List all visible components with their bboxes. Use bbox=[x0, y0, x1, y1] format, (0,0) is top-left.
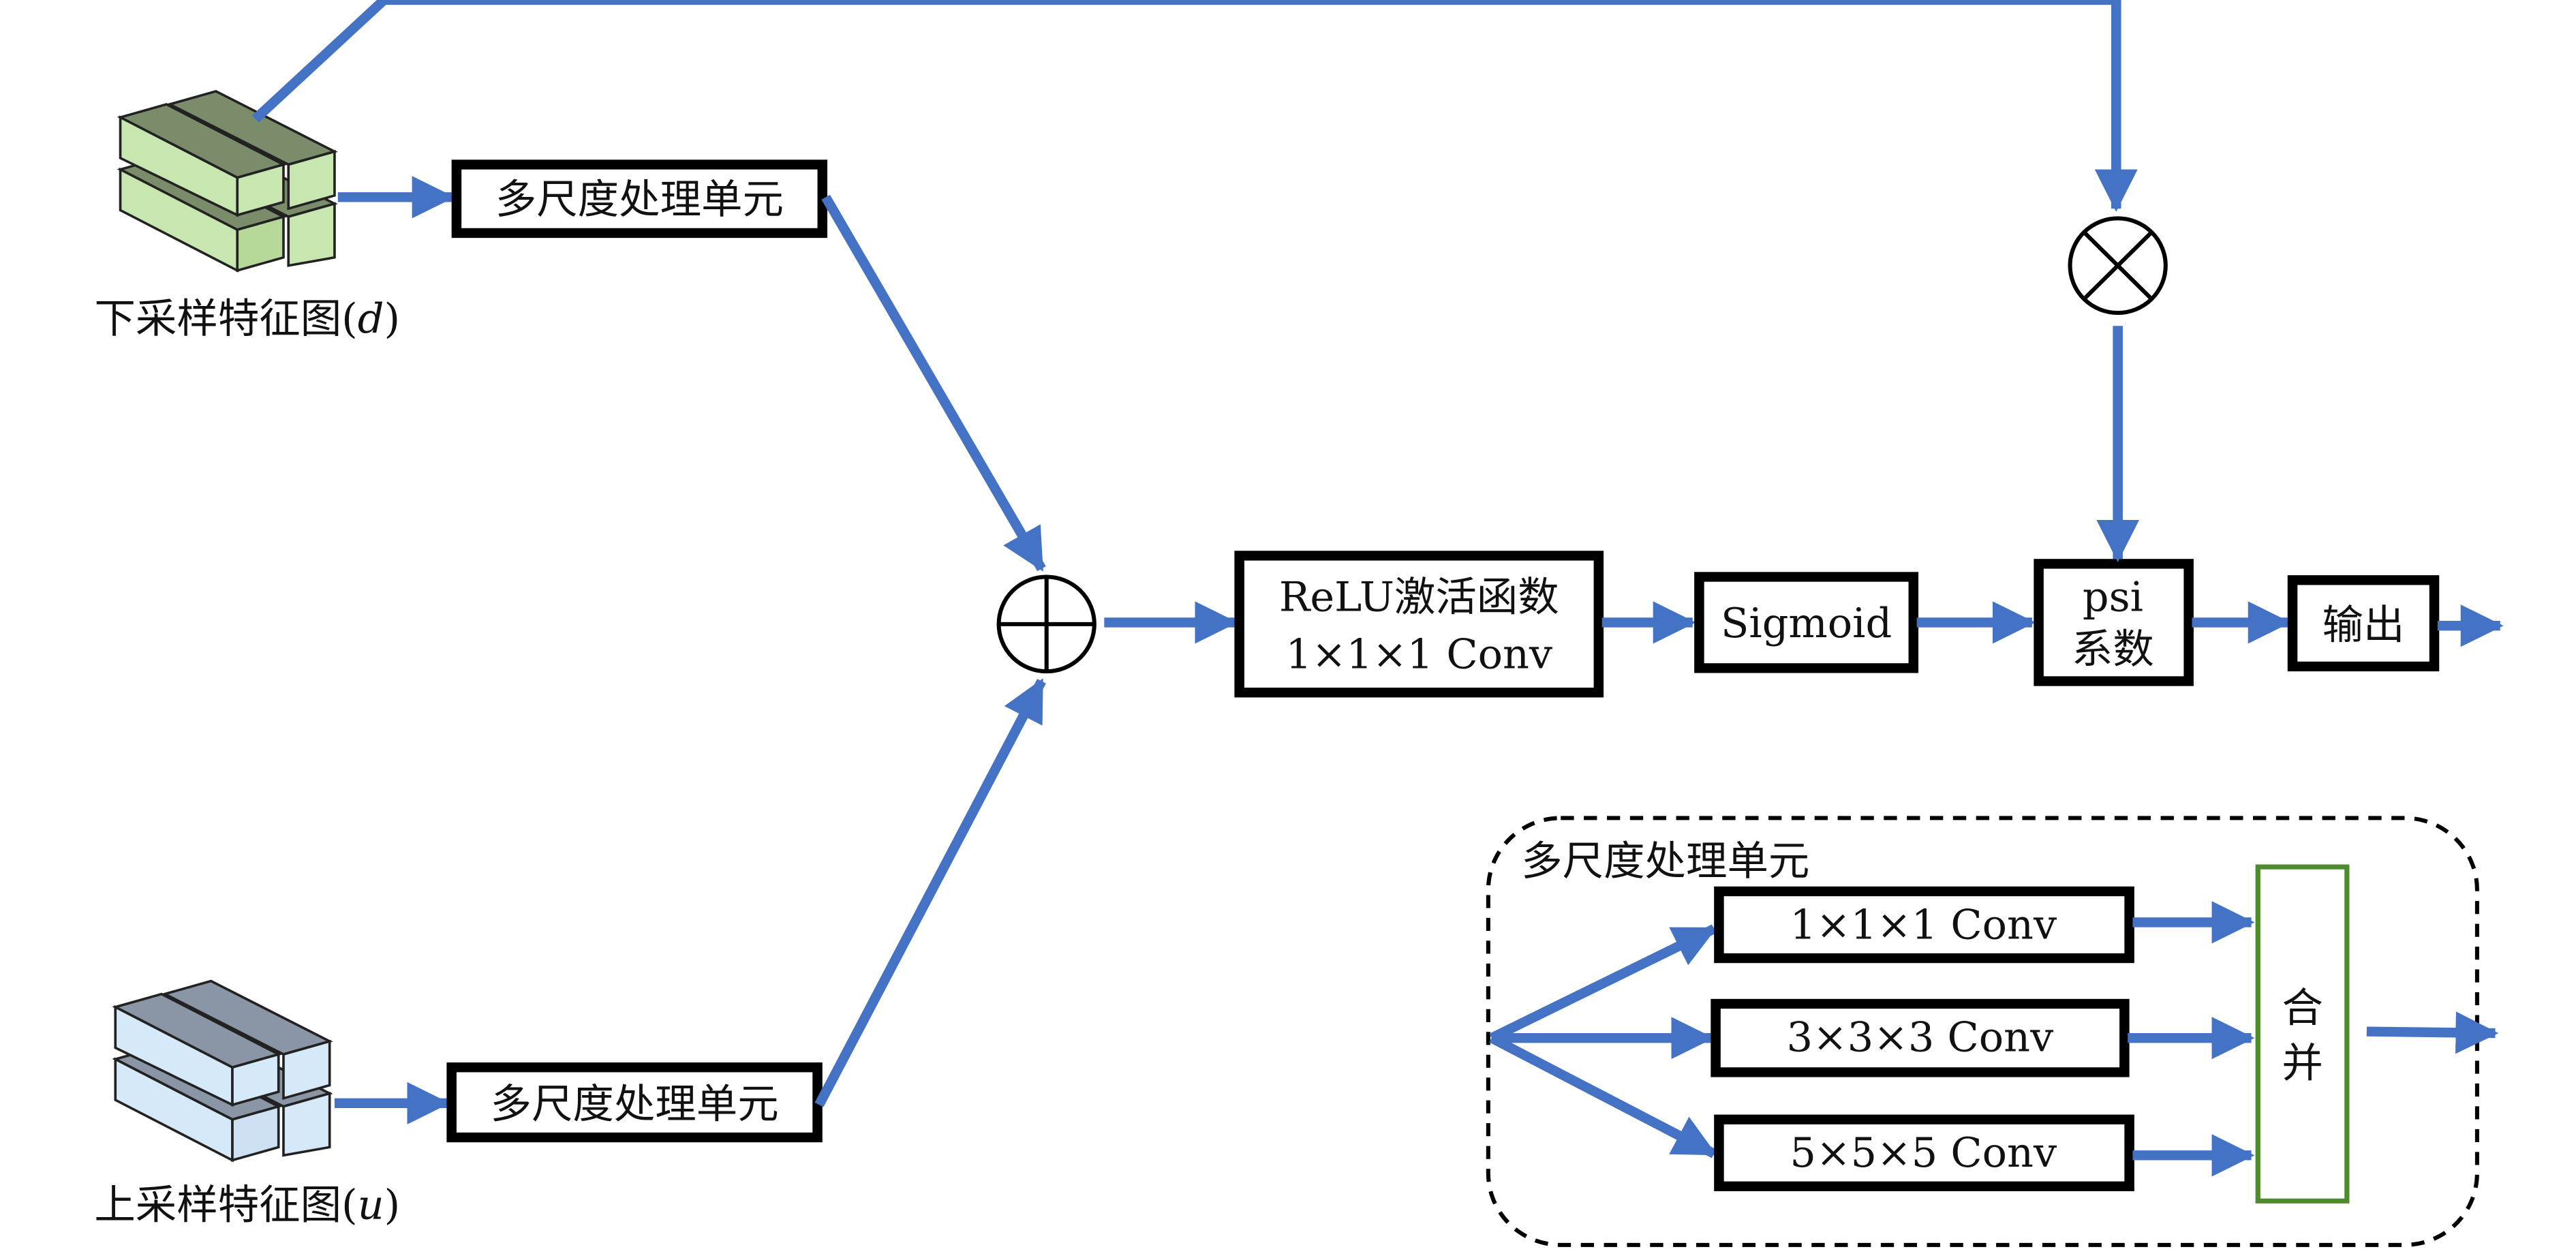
msu-bottom-box bbox=[446, 1062, 823, 1143]
sigmoid-label: Sigmoid bbox=[1721, 600, 1892, 647]
arrow-msu-top-to-sum bbox=[821, 194, 1046, 572]
down-feature-label: 下采样特征图(d) bbox=[94, 295, 400, 343]
msu-detail-panel bbox=[1486, 816, 2479, 1247]
psi-label: psi bbox=[2083, 574, 2143, 622]
merge-label-1: 合 bbox=[2282, 985, 2322, 1032]
skip-connection-arrow bbox=[251, 0, 2138, 212]
sigmoid-box bbox=[1694, 572, 1919, 673]
relu-conv-box bbox=[1234, 551, 1604, 698]
arrow-split-to-conv5 bbox=[1489, 1033, 1717, 1159]
psi-box bbox=[2034, 559, 2194, 686]
arrow-msu-bottom-to-sum bbox=[814, 678, 1046, 1107]
down-feature-block-icon bbox=[117, 89, 338, 273]
arrow-merge-out bbox=[2366, 1011, 2499, 1054]
conv1-label: 1×1×1 Conv bbox=[1790, 902, 2057, 949]
conv5-label: 5×5×5 Conv bbox=[1790, 1129, 2057, 1177]
circle-times-icon bbox=[2068, 216, 2168, 316]
msu-detail-title: 多尺度处理单元 bbox=[1521, 838, 1809, 885]
circle-plus-icon bbox=[996, 574, 1097, 674]
conv1-box bbox=[1714, 886, 2134, 964]
conv3-label: 3×3×3 Conv bbox=[1787, 1014, 2054, 1062]
conv5-box bbox=[1714, 1114, 2134, 1191]
relu-conv-label: 1×1×1 Conv bbox=[1285, 631, 1552, 679]
output-box bbox=[2287, 575, 2440, 672]
msu-bottom-label: 多尺度处理单元 bbox=[491, 1081, 779, 1129]
arrow-split-to-conv1 bbox=[1489, 924, 1717, 1043]
merge-box bbox=[2255, 864, 2350, 1203]
up-feature-block-icon bbox=[112, 979, 333, 1163]
up-feature-label: 上采样特征图(u) bbox=[94, 1182, 400, 1229]
output-label: 输出 bbox=[2322, 602, 2405, 649]
msu-top-label: 多尺度处理单元 bbox=[495, 177, 784, 224]
merge-label-2: 并 bbox=[2282, 1040, 2322, 1088]
psi-coef-label: 系数 bbox=[2072, 626, 2154, 674]
relu-label: ReLU激活函数 bbox=[1279, 574, 1559, 622]
conv3-box bbox=[1711, 998, 2130, 1077]
msu-top-box bbox=[451, 159, 828, 239]
